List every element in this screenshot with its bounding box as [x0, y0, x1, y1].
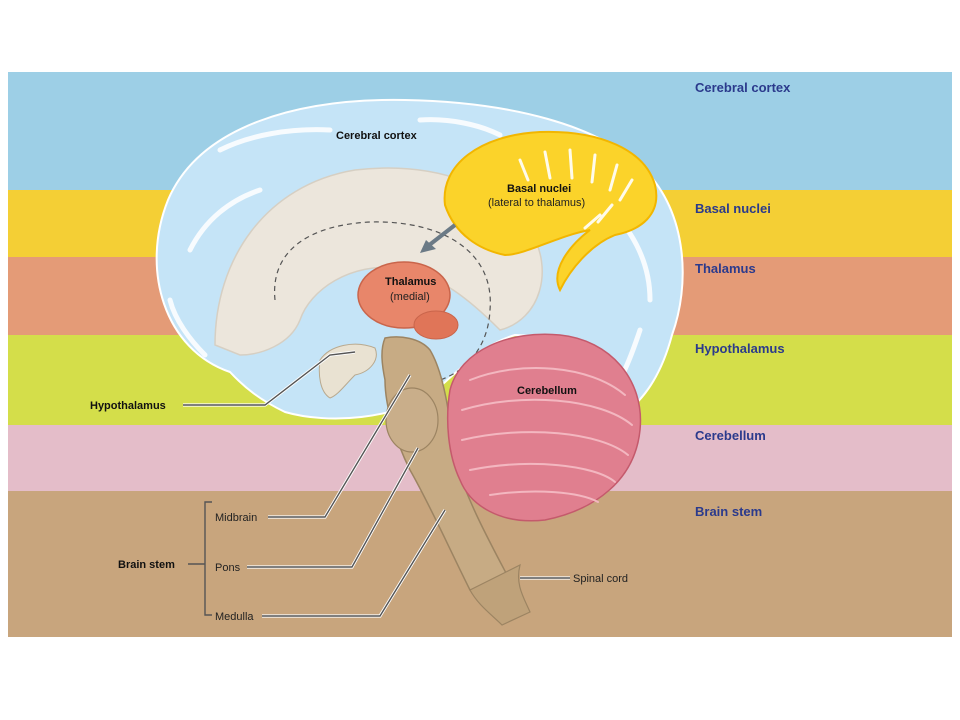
callout-brain-stem: Brain stem: [118, 559, 175, 571]
leader-pons: [247, 447, 419, 568]
band-label-hypothalamus: Hypothalamus: [695, 341, 785, 356]
callout-midbrain: Midbrain: [215, 512, 257, 524]
callout-basal-nuclei: Basal nuclei: [507, 183, 571, 195]
brain-illustration: [155, 98, 684, 626]
callout-spinal-cord: Spinal cord: [573, 573, 628, 585]
callouts: Cerebral cortex Basal nuclei (lateral to…: [90, 130, 628, 623]
leader-hypothalamus: [183, 351, 356, 406]
band-label-thalamus: Thalamus: [695, 261, 756, 276]
band-label-basal-nuclei: Basal nuclei: [695, 201, 771, 216]
thalamus-shape: [357, 261, 451, 329]
basal-to-thalamus-arrow: [426, 223, 457, 248]
callout-basal-nuclei-note: (lateral to thalamus): [488, 197, 585, 209]
limbic-dashed-outline: [274, 221, 491, 386]
thalamus-lobe: [413, 310, 459, 340]
callout-medulla: Medulla: [215, 611, 254, 623]
cerebellum-shape: [446, 333, 642, 522]
band-label-brain-stem: Brain stem: [695, 504, 762, 519]
band-label-cerebellum: Cerebellum: [695, 428, 766, 443]
callout-cerebellum: Cerebellum: [517, 385, 577, 397]
callout-thalamus: Thalamus: [385, 276, 436, 288]
callout-thalamus-note: (medial): [390, 291, 430, 303]
bracket-brain-stem: [188, 501, 212, 616]
band-label-cerebral-cortex: Cerebral cortex: [695, 80, 791, 95]
callout-hypothalamus: Hypothalamus: [90, 400, 166, 412]
callout-cerebral-cortex: Cerebral cortex: [336, 130, 418, 142]
hypothalamus-shape: [318, 343, 377, 399]
leader-midbrain: [268, 374, 411, 518]
leader-medulla: [262, 509, 446, 617]
leader-lines: [183, 350, 570, 618]
cerebellum-folia: [461, 367, 633, 503]
arrowhead-icon: [420, 240, 436, 253]
spinal-cord-shape: [469, 563, 531, 626]
band-labels: Cerebral cortex Basal nuclei Thalamus Hy…: [695, 80, 791, 519]
basal-nuclei-striations: [518, 148, 634, 230]
basal-nuclei-shape: [443, 130, 658, 293]
pons-shape: [385, 387, 439, 453]
cortex-gyri: [167, 117, 653, 403]
callout-pons: Pons: [215, 562, 241, 574]
